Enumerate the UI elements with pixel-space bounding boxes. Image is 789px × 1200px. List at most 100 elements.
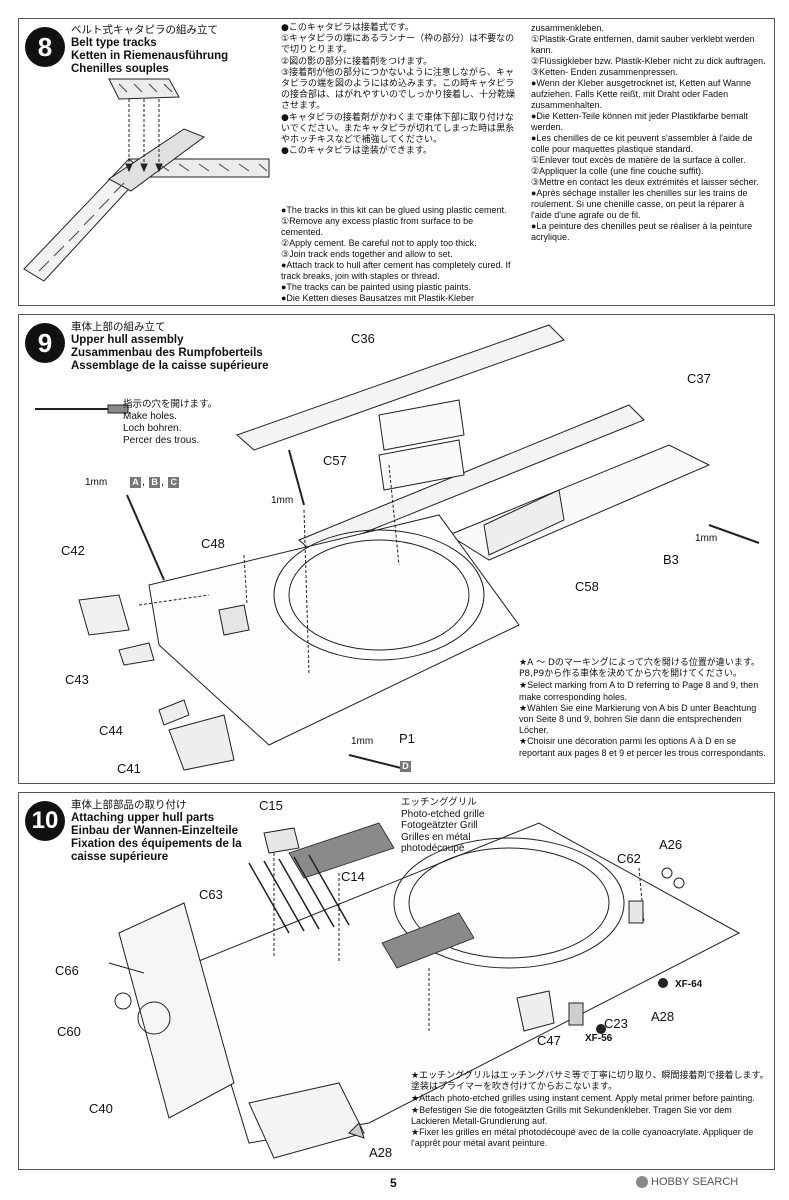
step8-title-en: Belt type tracks bbox=[71, 37, 157, 49]
watermark-text: HOBBY SEARCH bbox=[651, 1176, 739, 1188]
part-c37: C37 bbox=[687, 371, 711, 386]
part-c58: C58 bbox=[575, 579, 599, 594]
step8-en-1: ●The tracks in this kit can be glued usi… bbox=[281, 205, 507, 215]
step10-title-en: Attaching upper hull parts bbox=[71, 812, 215, 824]
step8-jp-2: ①キャタピラの端にあるランナー（枠の部分）は不要なので切りとります。 bbox=[281, 34, 515, 56]
step10-title-de: Einbau der Wannen-Einzelteile bbox=[71, 825, 238, 837]
part-c57: C57 bbox=[323, 453, 347, 468]
paint-xf56: XF-56 bbox=[585, 1033, 613, 1044]
marker-sep-2: , bbox=[161, 476, 165, 488]
step10-note-jp: ★エッチンググリルはエッチングバサミ等で丁寧に切り取り、瞬間接着剤で接着します。… bbox=[411, 1071, 769, 1093]
step8-jp-4: ③接着剤が他の部分につかないように注意しながら、キャタピラの端を図のようにはめ込… bbox=[281, 67, 516, 112]
step8-jp-5: ●キャタピラの接着剤がかわくまで車体下部に取り付けないでください。またキャタピラ… bbox=[281, 112, 515, 146]
step9-note-jp: ★A ～ Dのマーキングによって穴を開ける位置が違います。P8,P9から作る車体… bbox=[519, 658, 760, 680]
part-c14: C14 bbox=[341, 869, 365, 884]
step8-en-6: ●The tracks can be painted using plastic… bbox=[281, 282, 472, 292]
mm1-label-b: 1mm bbox=[271, 495, 294, 506]
grill-fr2: photodécoupé bbox=[401, 843, 465, 854]
step10-note-de: ★Befestigen Sie die fotogeätzten Grills … bbox=[411, 1104, 732, 1126]
step8-jp-3: ②図の影の部分に接着剤をつけます。 bbox=[281, 56, 433, 67]
marker-sep-1: , bbox=[142, 476, 146, 488]
step9-title-en: Upper hull assembly bbox=[71, 334, 184, 346]
paint-xf64: XF-64 bbox=[675, 979, 703, 990]
step8-en-7: ●Die Ketten dieses Bausatzes mit Plastik… bbox=[281, 293, 475, 303]
step8-en-4: ③Join track ends together and allow to s… bbox=[281, 249, 453, 259]
holes-fr: Percer des trous. bbox=[123, 435, 200, 446]
page-number: 5 bbox=[390, 1176, 397, 1190]
part-c36: C36 bbox=[351, 331, 375, 346]
step10-title-fr2: caisse supérieure bbox=[71, 851, 169, 863]
step8-df-10: ③Mettre en contact les deux extrémités e… bbox=[531, 177, 759, 187]
step8-en-3: ②Apply cement. Be careful not to apply t… bbox=[281, 238, 477, 248]
step8-df-6: ●Die Ketten-Teile können mit jeder Plast… bbox=[531, 111, 749, 132]
step8-title-fr: Chenilles souples bbox=[71, 63, 169, 75]
holes-jp: 指示の穴を開けます。 bbox=[123, 399, 218, 410]
step10-hull-illustration bbox=[108, 822, 741, 1159]
step8-df-9: ②Appliquer la colle (une fine couche suf… bbox=[531, 166, 704, 176]
step8-panel: 8 ベルト式キャタピラの組み立て Belt type tracks Ketten… bbox=[18, 18, 775, 306]
step8-notes-de-fr: zusammenkleben. ①Plastik-Grate entfernen… bbox=[531, 23, 767, 243]
step9-hull-illustration bbox=[78, 324, 760, 771]
part-a28-right: A28 bbox=[651, 1009, 675, 1024]
step8-track-illustration bbox=[23, 78, 270, 282]
holes-en: Make holes. bbox=[123, 411, 177, 422]
grill-label: エッチンググリル Photo-etched grille Fotogeätzte… bbox=[401, 797, 521, 855]
step8-df-5: ●Wenn der Kleber ausgetrocknet ist, Kett… bbox=[531, 78, 752, 110]
step8-en-5: ●Attach track to hull after cement has c… bbox=[281, 260, 511, 281]
step8-df-7: ●Les chenilles de ce kit peuvent s'assem… bbox=[531, 133, 753, 154]
marker-d: D bbox=[400, 761, 411, 772]
drill-bit-icon bbox=[35, 404, 129, 414]
step8-en-2: ①Remove any excess plastic from surface … bbox=[281, 216, 474, 237]
part-c42: C42 bbox=[61, 543, 85, 558]
step9-panel: 9 車体上部の組み立て Upper hull assembly Zusammen… bbox=[18, 314, 775, 784]
step9-title: 車体上部の組み立て Upper hull assembly Zusammenba… bbox=[71, 321, 269, 373]
mm1-label-d: 1mm bbox=[351, 736, 374, 747]
step8-number: 8 bbox=[25, 27, 65, 67]
step10-title-fr1: Fixation des équipements de la bbox=[71, 838, 242, 850]
step9-notes: ★A ～ Dのマーキングによって穴を開ける位置が違います。P8,P9から作る車体… bbox=[519, 658, 771, 759]
part-a28-bottom: A28 bbox=[369, 1145, 393, 1160]
holes-de: Loch bohren. bbox=[123, 423, 182, 434]
part-a26: A26 bbox=[659, 837, 683, 852]
step10-panel: 10 車体上部部品の取り付け Attaching upper hull part… bbox=[18, 792, 775, 1170]
step8-df-12: ●La peinture des chenilles peut se réali… bbox=[531, 221, 753, 242]
step10-note-fr: ★Fixer les grilles en métal photodécoupé… bbox=[411, 1127, 754, 1149]
step9-note-en: ★Select marking from A to D referring to… bbox=[519, 680, 759, 702]
step8-df-4: ③Ketten- Enden zusammenpressen. bbox=[531, 67, 678, 77]
step9-title-jp: 車体上部の組み立て bbox=[71, 321, 166, 333]
step8-df-3: ②Flüssigkleber bzw. Plastik-Kleber nicht… bbox=[531, 56, 766, 66]
grill-jp: エッチンググリル bbox=[401, 797, 477, 808]
part-c44: C44 bbox=[99, 723, 123, 738]
grill-de: Fotogeätzter Grill bbox=[401, 820, 478, 831]
grill-fr1: Grilles en métal bbox=[401, 831, 471, 843]
step8-notes-en: ●The tracks in this kit can be glued usi… bbox=[281, 205, 517, 304]
watermark-hobby-search: HOBBY SEARCH bbox=[636, 1176, 739, 1189]
step8-jp-1: ●このキャタピラは接着式です。 bbox=[281, 23, 414, 33]
step9-note-fr: ★Choisir une décoration parmi les option… bbox=[519, 736, 766, 758]
part-c43: C43 bbox=[65, 672, 89, 687]
marker-b: B bbox=[149, 477, 161, 488]
step10-title-jp: 車体上部部品の取り付け bbox=[71, 799, 187, 811]
step9-title-fr: Assemblage de la caisse supérieure bbox=[71, 360, 269, 372]
step8-df-2: ①Plastik-Grate entfernen, damit sauber v… bbox=[531, 34, 755, 55]
step8-df-8: ①Enlever tout excès de matière de la sur… bbox=[531, 155, 746, 165]
step8-jp-6: ●このキャタピラは塗装ができます。 bbox=[281, 146, 432, 157]
part-p1: P1 bbox=[399, 731, 415, 746]
marker-c: C bbox=[168, 477, 180, 488]
part-c41: C41 bbox=[117, 761, 141, 776]
part-c23: C23 bbox=[604, 1016, 628, 1031]
part-c62: C62 bbox=[617, 851, 641, 866]
step10-number: 10 bbox=[25, 801, 65, 841]
part-c63: C63 bbox=[199, 887, 223, 902]
markers-abc: A, B, C bbox=[129, 476, 180, 488]
step8-notes-jp: ●このキャタピラは接着式です。 ①キャタピラの端にあるランナー（枠の部分）は不要… bbox=[281, 23, 517, 157]
step9-note-de: ★Wählen Sie eine Markierung von A bis D … bbox=[519, 702, 757, 736]
step9-number: 9 bbox=[25, 323, 65, 363]
marker-a: A bbox=[130, 477, 141, 488]
part-b3: B3 bbox=[663, 552, 679, 567]
step8-title-de: Ketten in Riemenausführung bbox=[71, 50, 229, 62]
part-c15: C15 bbox=[259, 798, 283, 813]
mm1-label-a: 1mm bbox=[85, 477, 108, 488]
part-c40: C40 bbox=[89, 1101, 113, 1116]
part-c48: C48 bbox=[201, 536, 225, 551]
